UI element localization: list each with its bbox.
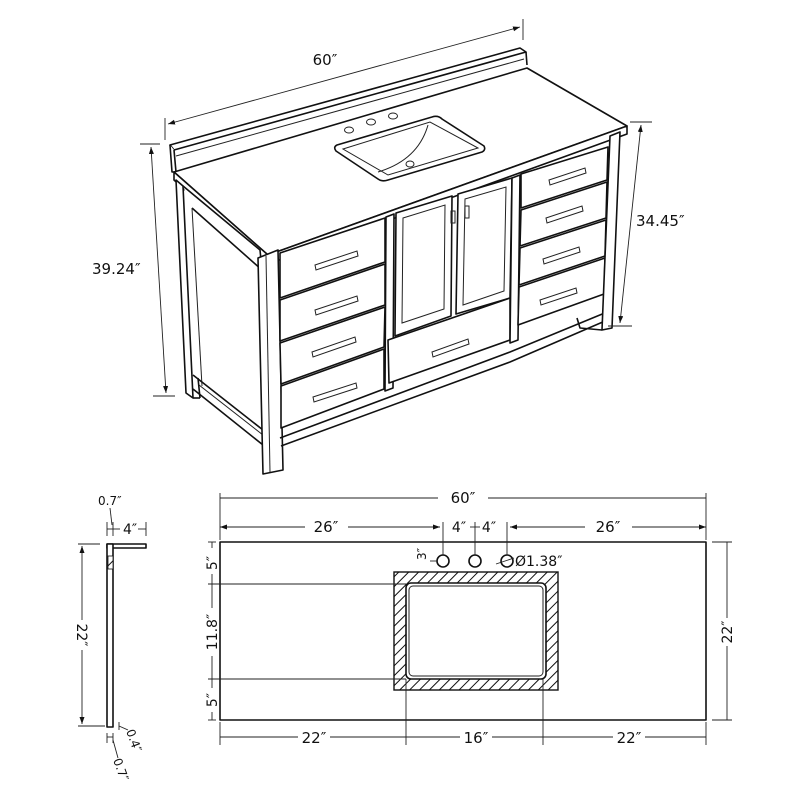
drawer-right-1 <box>520 146 609 209</box>
left-side-frame <box>175 179 264 446</box>
front-right-leg <box>601 131 621 331</box>
hole-to-right-label: 26″ <box>596 518 621 536</box>
left-margin-label: 22″ <box>302 729 327 747</box>
door-knob-icon <box>464 205 470 219</box>
faucet-hole-icon <box>344 126 354 134</box>
front-margin-label: 5″ <box>205 556 221 570</box>
right-stile <box>509 174 521 344</box>
hole-spacing-2-label: 4″ <box>482 520 496 536</box>
drawer-handle-icon <box>539 287 578 306</box>
cabinet-doors <box>394 177 513 337</box>
faucet-hole-icon <box>500 554 514 568</box>
faucet-hole-icon <box>468 554 482 568</box>
drawer-handle-icon <box>312 382 358 403</box>
drawer-handle-icon <box>311 336 357 358</box>
drawer-handle-icon <box>431 338 470 358</box>
door-left <box>394 195 453 337</box>
drawer-handles-right <box>539 167 587 306</box>
top-width-label: 60″ <box>451 489 476 507</box>
drawer-handles-left <box>311 250 359 403</box>
left-drawer-stack <box>279 217 386 429</box>
drawer-left-3 <box>279 306 386 385</box>
hole-setback-label: 3″ <box>415 547 429 560</box>
right-margin-label: 22″ <box>617 729 642 747</box>
backsplash-thickness-label: 0.7″ <box>98 494 122 508</box>
door-knob-icon <box>450 210 456 224</box>
hole-diameter-label: Ø1.38″ <box>515 554 562 570</box>
top-profile <box>106 543 114 728</box>
sink-depth-label: 11.8″ <box>205 614 221 650</box>
overall-height-label: 39.24″ <box>92 260 141 278</box>
top-depth-label: 22″ <box>720 620 736 643</box>
sink-basin-outline <box>405 582 547 680</box>
sink-width-label: 16″ <box>464 729 489 747</box>
perspective-width-label: 60″ <box>313 51 338 69</box>
drawer-handle-icon <box>548 167 587 186</box>
rear-right-leg <box>576 317 603 331</box>
perspective-cabinet-height-dimension: 34.45″ <box>608 121 685 327</box>
back-margin-label: 5″ <box>205 693 221 707</box>
perspective-view: 60″ <box>92 19 685 475</box>
side-profile-view: 0.7″ 4″ 22″ 0.4″ 0.7″ <box>73 494 147 784</box>
front-left-leg <box>257 249 284 475</box>
sink <box>333 112 486 182</box>
cabinet-height-label: 34.45″ <box>636 212 685 230</box>
backsplash-height-label: 4″ <box>123 522 137 538</box>
hole-spacing-1-label: 4″ <box>452 520 466 536</box>
perspective-overall-height-dimension: 39.24″ <box>92 143 175 397</box>
backsplash <box>169 47 528 173</box>
drawer-handle-icon <box>314 250 359 271</box>
side-depth-label: 22″ <box>73 623 89 646</box>
drawer-handle-icon <box>314 295 359 316</box>
top-view: 60″ 26″ 4″ 4″ 26″ 3″ Ø1.38″ 22″ 5″ 11.8″ <box>205 489 736 747</box>
faucet-hole-icon <box>436 554 450 568</box>
faucet-hole-icon <box>388 112 398 120</box>
edge-lip-label: 0.4″ <box>123 727 144 754</box>
faucet-hole-icon <box>366 118 376 126</box>
right-drawer-stack <box>517 146 609 326</box>
perspective-width-dimension: 60″ <box>164 19 524 140</box>
drawer-handle-icon <box>542 246 581 265</box>
top-faucet-holes <box>436 554 514 568</box>
drawer-left-4 <box>280 348 385 429</box>
drawer-handle-icon <box>545 205 584 224</box>
top-thickness-label: 0.7″ <box>110 756 131 783</box>
joint-hatch <box>107 555 114 570</box>
faucet-holes <box>344 112 398 134</box>
left-to-hole-label: 26″ <box>314 518 339 536</box>
